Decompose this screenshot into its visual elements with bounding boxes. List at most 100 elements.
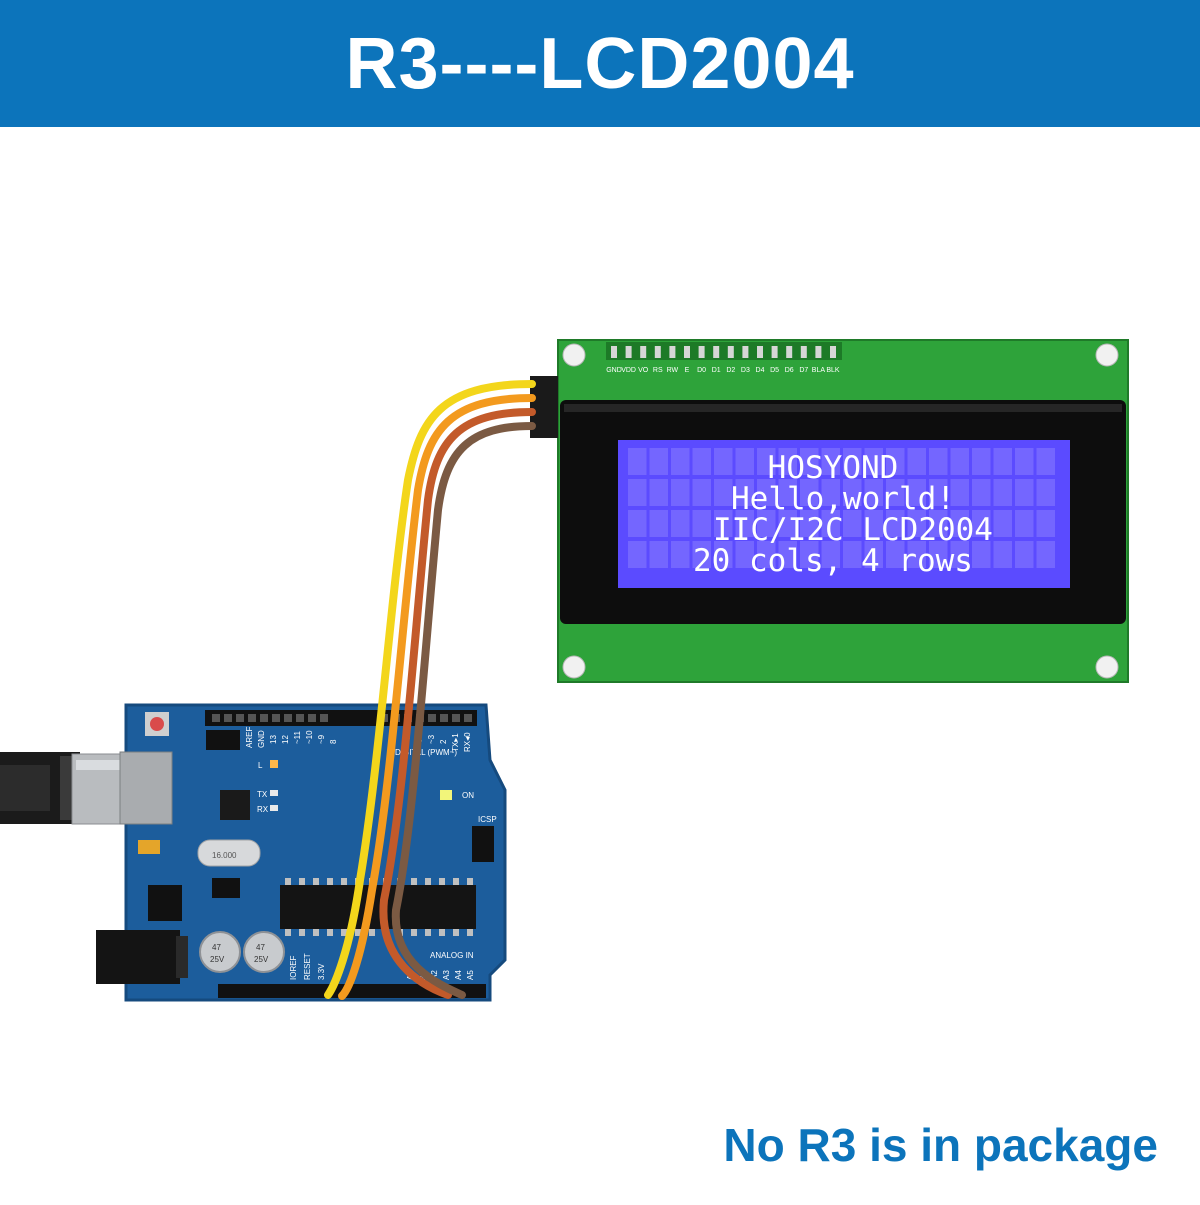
led-on bbox=[440, 790, 452, 800]
lcd-cell bbox=[671, 479, 690, 506]
lcd-cell bbox=[843, 541, 862, 568]
lcd-pin-label: D5 bbox=[770, 367, 779, 374]
lcd-cell bbox=[929, 541, 948, 568]
lcd-cell bbox=[843, 448, 862, 475]
lcd-cell bbox=[757, 479, 776, 506]
lcd-pin-label: VDD bbox=[621, 367, 636, 374]
label-icsp: ICSP bbox=[478, 815, 497, 824]
lcd-cell bbox=[886, 448, 905, 475]
lcd-cell bbox=[886, 510, 905, 537]
lcd-pin-label: D7 bbox=[799, 367, 808, 374]
lcd-pin-label: E bbox=[685, 367, 690, 374]
lcd-cell bbox=[907, 541, 926, 568]
lcd-cell bbox=[649, 448, 668, 475]
lcd-cell bbox=[778, 448, 797, 475]
lcd-cell bbox=[778, 510, 797, 537]
page-title: R3----LCD2004 bbox=[345, 23, 855, 104]
lcd-cell bbox=[950, 448, 969, 475]
lcd-cell bbox=[972, 510, 991, 537]
lcd-cell bbox=[692, 510, 711, 537]
lcd-cell bbox=[972, 479, 991, 506]
lcd-cell bbox=[843, 479, 862, 506]
cap2-voltage: 25V bbox=[254, 955, 269, 964]
lcd-cell bbox=[714, 479, 733, 506]
lcd-line-1: HOSYOND bbox=[768, 450, 899, 486]
lcd-cell bbox=[950, 510, 969, 537]
lcd-cell bbox=[714, 541, 733, 568]
lcd-cell bbox=[735, 448, 754, 475]
label-on: ON bbox=[462, 791, 474, 800]
package-note: No R3 is in package bbox=[723, 1119, 1158, 1171]
lcd-cell bbox=[800, 510, 819, 537]
lcd-character-grid bbox=[628, 448, 1055, 568]
lcd-cell bbox=[907, 510, 926, 537]
lcd-pin-label: D4 bbox=[756, 367, 765, 374]
label-d3: ~3 bbox=[427, 734, 436, 744]
label-ioref: IOREF bbox=[289, 955, 298, 980]
lcd-cell bbox=[950, 541, 969, 568]
lcd-line-2: Hello,world! bbox=[731, 481, 955, 517]
label-d11: ~11 bbox=[293, 730, 302, 744]
cap1-label: 47 bbox=[212, 943, 221, 952]
lcd-pin-label: D0 bbox=[697, 367, 706, 374]
lcd-cell bbox=[1036, 479, 1055, 506]
lcd-cell bbox=[972, 448, 991, 475]
jumper-wires bbox=[324, 380, 536, 1000]
label-d2: 2 bbox=[439, 739, 448, 744]
lcd-cell bbox=[735, 479, 754, 506]
lcd-cell bbox=[950, 479, 969, 506]
lcd-cell bbox=[628, 510, 647, 537]
lcd-cell bbox=[735, 510, 754, 537]
lcd-cell bbox=[692, 541, 711, 568]
lcd-pin bbox=[800, 346, 807, 358]
lcd-cell bbox=[1015, 479, 1034, 506]
lcd-cell bbox=[886, 479, 905, 506]
lcd-pin bbox=[815, 346, 822, 358]
lcd-cell bbox=[1015, 448, 1034, 475]
lcd-pin bbox=[611, 346, 617, 358]
lcd-cell bbox=[628, 448, 647, 475]
lcd-pin bbox=[654, 346, 661, 358]
lcd-pin bbox=[684, 346, 690, 358]
atmega-chip bbox=[280, 885, 476, 929]
lcd-pin-label: BLA bbox=[812, 367, 826, 374]
lcd-pin-label: RW bbox=[667, 367, 679, 374]
lcd-cell bbox=[649, 510, 668, 537]
wire-yellow bbox=[324, 380, 536, 999]
lcd-cell bbox=[649, 541, 668, 568]
lcd-line-3: IIC/I2C LCD2004 bbox=[713, 512, 993, 548]
led-l bbox=[270, 760, 278, 768]
reset-button bbox=[150, 717, 164, 731]
lcd-cell bbox=[757, 510, 776, 537]
label-analog-in: ANALOG IN bbox=[430, 951, 474, 960]
lcd-pin-row bbox=[611, 346, 836, 358]
lcd-pin-label: D1 bbox=[712, 367, 721, 374]
label-l: L bbox=[258, 761, 263, 770]
lcd-cell bbox=[929, 479, 948, 506]
lcd-cell bbox=[993, 541, 1012, 568]
lcd-cell bbox=[993, 479, 1012, 506]
label-d13: 13 bbox=[269, 735, 278, 744]
lcd-cell bbox=[929, 510, 948, 537]
lcd-cell bbox=[886, 541, 905, 568]
cap2-label: 47 bbox=[256, 943, 265, 952]
lcd-cell bbox=[821, 510, 840, 537]
lcd-cell bbox=[671, 541, 690, 568]
label-digital-pwm: DIGITAL (PWM~) bbox=[395, 748, 457, 757]
lcd-cell bbox=[800, 479, 819, 506]
lcd-cell bbox=[692, 448, 711, 475]
lcd-pin bbox=[669, 346, 676, 358]
wire-brown bbox=[391, 422, 536, 999]
lcd-cell bbox=[628, 479, 647, 506]
lcd-cell bbox=[821, 448, 840, 475]
wire-orange bbox=[338, 394, 536, 1000]
lcd-pin bbox=[640, 346, 647, 358]
lcd-cell bbox=[671, 510, 690, 537]
lcd-cell bbox=[757, 448, 776, 475]
label-gnd: GND bbox=[257, 730, 266, 748]
lcd-cell bbox=[821, 479, 840, 506]
wire-red bbox=[379, 408, 536, 999]
lcd-cell bbox=[735, 541, 754, 568]
